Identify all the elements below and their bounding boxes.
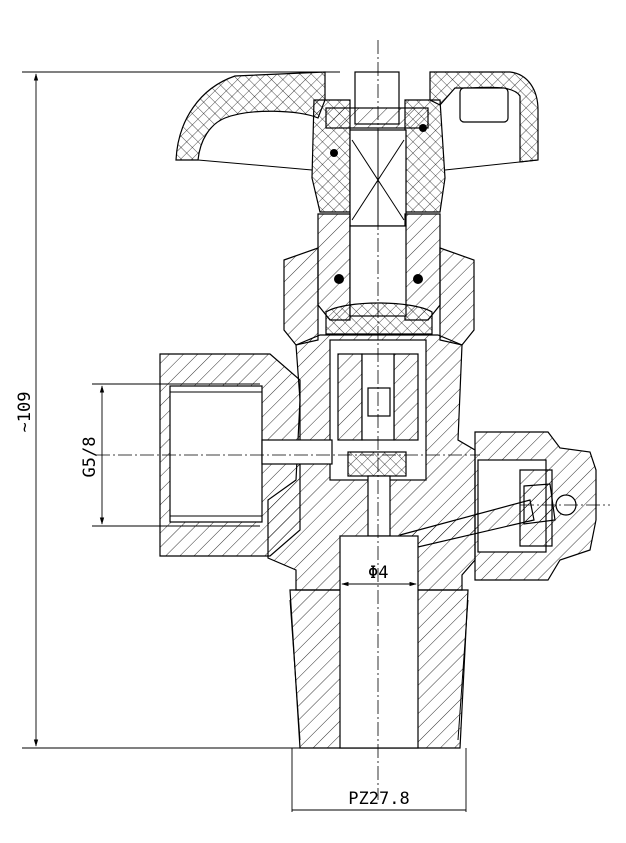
dimension-inlet-thread: PZ27.8	[291, 748, 467, 812]
overall-height-label: ~109	[15, 392, 35, 433]
dimension-side-thread: G5/8	[80, 383, 260, 527]
inlet-spigot	[289, 535, 469, 749]
dimension-overall-height: ~109	[15, 71, 340, 749]
dimension-bore: Φ4	[341, 563, 417, 587]
inlet-thread-label: PZ27.8	[348, 789, 409, 809]
bonnet-nut	[283, 213, 475, 346]
side-thread-label: G5/8	[80, 437, 100, 478]
relief-plug	[399, 431, 597, 581]
spindle-disc	[325, 302, 433, 335]
bore-diameter-label: Φ4	[368, 563, 388, 583]
center-lines	[96, 40, 610, 800]
valve-body	[159, 334, 476, 591]
